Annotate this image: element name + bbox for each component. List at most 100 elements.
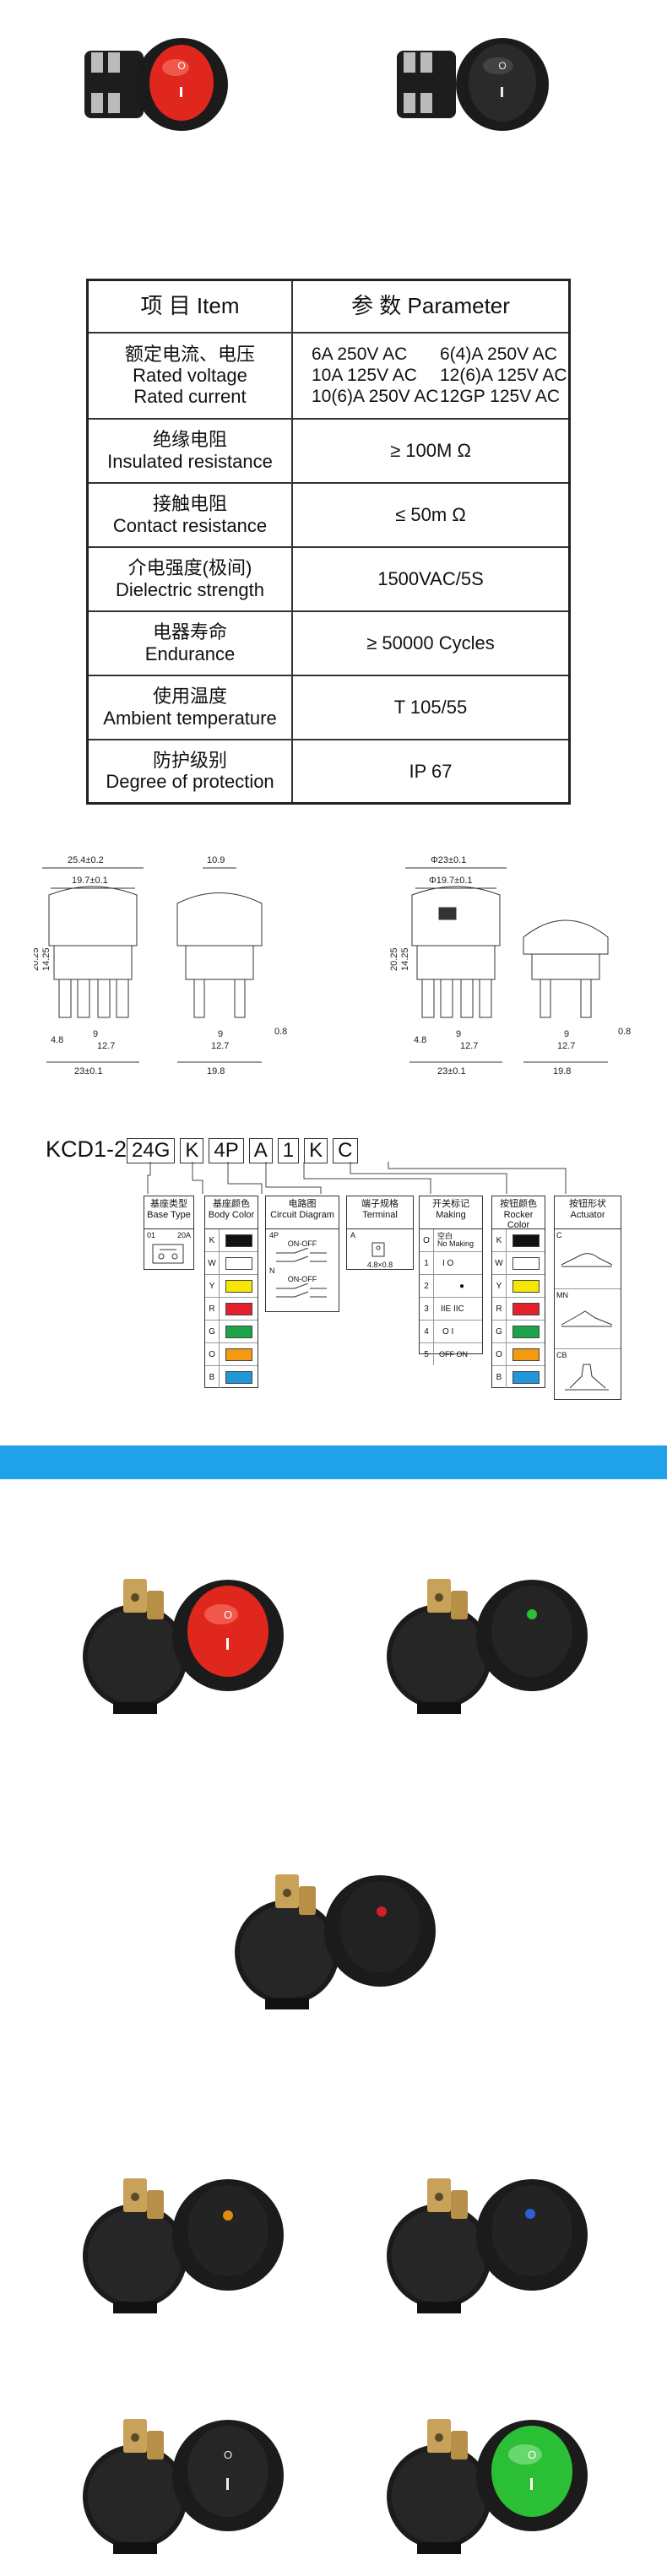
spec-header-param: 参 数 Parameter (291, 279, 571, 334)
actuator-key: C (556, 1231, 562, 1239)
dim-label: 12.7 (211, 1041, 229, 1051)
swatch-orange (225, 1348, 252, 1361)
col-title-en: Making (436, 1209, 466, 1220)
circuit-label-b: ON-OFF (287, 1275, 317, 1283)
swatch-red (512, 1302, 540, 1315)
swatch-orange (512, 1348, 540, 1361)
spec-label-cn: 电器寿命 (152, 621, 227, 643)
col-title-en: Rocker Color (503, 1209, 534, 1231)
dim-label: 9 (218, 1029, 223, 1039)
dimension-drawings: 25.4±0.2 19.7±0.1 20.25 14.25 4.8 9 12.7… (34, 855, 631, 1076)
spec-label-cn: 防护级别 (152, 749, 227, 771)
dim-label: 23±0.1 (74, 1066, 103, 1076)
swatch-black (512, 1234, 540, 1247)
swatch-blue (225, 1370, 252, 1384)
spec-value: 1500VAC/5S (291, 545, 571, 612)
spec-row: 介电强度(极间)Dielectric strength 1500VAC/5S (86, 545, 571, 612)
photo-switch-red: O (83, 1579, 284, 1714)
photo-switch-green: O (387, 2419, 588, 2554)
spec-table: 项 目 Item 参 数 Parameter 额定电流、电压 Rated vol… (86, 279, 571, 805)
spec-value: ≤ 50m Ω (291, 481, 571, 548)
dim-label: 14.25 (400, 947, 410, 971)
dim-label: 4.8 (51, 1035, 63, 1045)
code-part-marking: 1 (277, 1138, 300, 1163)
color-key: O (205, 1343, 220, 1365)
marking-key: 1 (420, 1252, 434, 1274)
spec-label-en: Endurance (144, 643, 236, 664)
photo-switch-black: O (83, 2419, 284, 2554)
code-part-terminal: A (248, 1138, 273, 1163)
code-part-rocker-color: K (304, 1138, 328, 1163)
circuit-diagram-a (276, 1247, 327, 1262)
swatch-white (512, 1256, 540, 1270)
col-title-en: Actuator (570, 1209, 605, 1220)
drawing-front-right: Φ23±0.1 Φ19.7±0.1 20.25 14.25 4.8 9 12.7… (389, 855, 507, 1076)
swatch-red (225, 1302, 252, 1315)
col-title-en: Circuit Diagram (270, 1209, 334, 1220)
dim-label: 12.7 (460, 1041, 478, 1051)
spec-label-cn: 绝缘电阻 (152, 429, 227, 451)
marking-key: 4 (420, 1321, 434, 1342)
spec-value: IP 67 (291, 738, 571, 805)
color-key: K (205, 1229, 220, 1251)
blue-divider-banner (0, 1445, 667, 1479)
actuator-shape-cb-icon (565, 1364, 609, 1391)
base-type-icon (152, 1244, 184, 1264)
code-part-base: 24G (127, 1138, 176, 1163)
color-key: G (205, 1321, 220, 1342)
dim-label: 23±0.1 (437, 1066, 466, 1076)
col-title-cn: 按钮颜色 (500, 1199, 537, 1209)
code-part-actuator: C (333, 1138, 358, 1163)
marking-symbols: O I (442, 1326, 454, 1337)
rated-value: 6(4)A 250V AC (440, 344, 557, 364)
spec-label-en: Rated voltage (133, 364, 247, 386)
code-prefix: KCD1-2 (46, 1136, 127, 1162)
photo-switch-green-dot (387, 1579, 588, 1714)
col-title-cn: 电路图 (288, 1199, 317, 1209)
color-key: R (205, 1298, 220, 1320)
col-title-en: Terminal (362, 1209, 398, 1220)
circuit-label-a: ON-OFF (287, 1239, 317, 1248)
color-key: W (492, 1252, 507, 1274)
spec-label-en: Rated current (133, 386, 247, 408)
drawing-side-right: 9 12.7 0.8 19.8 (523, 919, 631, 1076)
color-key: Y (205, 1275, 220, 1297)
rated-value: 12GP 125V AC (440, 387, 561, 407)
circuit-code-b: N (269, 1266, 275, 1275)
spec-header-item: 项 目 Item (86, 279, 293, 334)
color-key: O (492, 1343, 507, 1365)
color-key: Y (492, 1275, 507, 1297)
marking-key: 5 (420, 1343, 434, 1365)
dim-label: 12.7 (557, 1041, 575, 1051)
code-part-circuit: 4P (209, 1138, 244, 1163)
circuit-diagram-b (276, 1283, 327, 1298)
color-key: B (205, 1366, 220, 1388)
col-title-en: Base Type (147, 1209, 191, 1220)
spec-label-en: Insulated resistance (107, 450, 273, 472)
swatch-yellow (225, 1279, 252, 1293)
dim-label: 20.25 (34, 947, 41, 971)
dim-label: 0.8 (274, 1027, 287, 1037)
color-key: K (492, 1229, 507, 1251)
rated-values: 6A 250V AC 6(4)A 250V AC 10A 125V AC 12(… (293, 344, 568, 408)
dim-label: 19.8 (553, 1066, 571, 1076)
color-key: B (492, 1366, 507, 1388)
spec-label-cn: 额定电流、电压 (124, 343, 255, 365)
spec-value: ≥ 100M Ω (291, 417, 571, 484)
marking-key: 3 (420, 1298, 434, 1320)
dim-label: 25.4±0.2 (68, 855, 104, 865)
dim-label: Φ23±0.1 (431, 855, 466, 865)
top-product-photo: O O (84, 38, 549, 131)
marking-symbols: OFF ON (439, 1350, 468, 1359)
spec-label-en: Ambient temperature (103, 707, 277, 729)
dim-label: 9 (456, 1029, 461, 1039)
actuator-shape-c-icon (561, 1253, 613, 1267)
svg-text:O: O (498, 60, 506, 72)
dim-label: 4.8 (414, 1035, 426, 1045)
switch-black-front: O (397, 38, 549, 131)
swatch-green (225, 1325, 252, 1338)
